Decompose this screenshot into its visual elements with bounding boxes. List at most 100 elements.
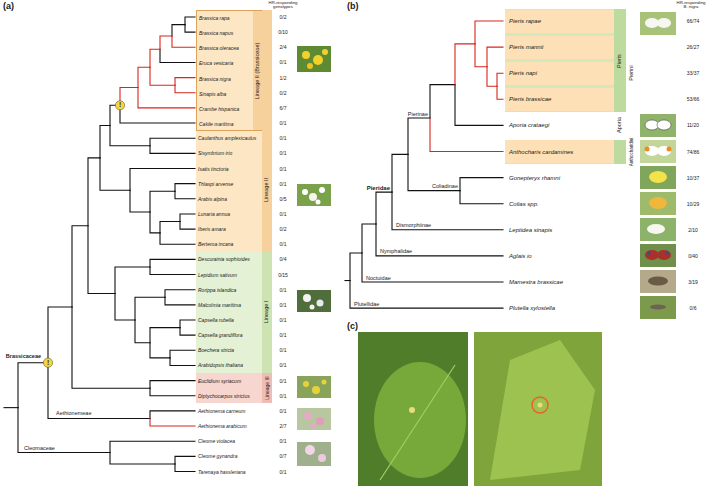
tree-branch xyxy=(150,267,195,275)
egg xyxy=(538,403,543,408)
tree-branch xyxy=(150,381,195,389)
tree-branch xyxy=(475,44,487,67)
clade-band: Lineage IIIEuclidium syriacumDiptychocar… xyxy=(196,373,272,403)
count: 0/1 xyxy=(280,151,287,156)
species-name: Lepidium sativum xyxy=(198,272,237,277)
tree-branch xyxy=(160,49,195,62)
tree-branch xyxy=(150,138,195,146)
flower xyxy=(304,412,312,420)
wing-tip xyxy=(667,147,672,152)
count: 0/4 xyxy=(280,257,287,262)
family-label: Pieridae xyxy=(367,185,390,191)
flower xyxy=(307,63,313,69)
tree-branch xyxy=(72,307,150,388)
count: 0/5 xyxy=(280,196,287,201)
tree-branch xyxy=(100,158,130,190)
species-name: Euclidium syriacum xyxy=(198,378,241,383)
count: 74/86 xyxy=(687,149,700,154)
tree-branch xyxy=(455,44,475,85)
count: 10/37 xyxy=(687,175,700,180)
tree-branch xyxy=(487,47,503,67)
tree-branch xyxy=(150,146,195,154)
tree-branch xyxy=(172,25,185,36)
tree-branch xyxy=(408,118,430,154)
leaf xyxy=(490,340,595,480)
family-label: Noctuidae xyxy=(366,275,391,281)
clade-label: Aethionemeae xyxy=(56,411,91,417)
photo xyxy=(297,376,331,398)
tree-branch xyxy=(362,224,376,253)
eyespot xyxy=(647,251,651,255)
tree-branch xyxy=(350,253,362,281)
tree-branch xyxy=(408,154,460,190)
tree-branch xyxy=(175,191,195,199)
tree-branch xyxy=(150,212,160,233)
wing xyxy=(645,250,659,260)
tree-branch xyxy=(130,190,150,212)
tree-branch xyxy=(180,328,195,336)
band-label: Lineage I xyxy=(264,301,270,324)
eyespot xyxy=(665,251,669,255)
count: 0/2 xyxy=(280,227,287,232)
tree-branch xyxy=(345,280,350,281)
event-marker xyxy=(115,101,124,110)
wing xyxy=(649,171,667,183)
panel-letter: (c) xyxy=(347,322,358,331)
tree-branch xyxy=(165,290,195,298)
tree-branch xyxy=(362,253,503,282)
count: 0/1 xyxy=(280,439,287,444)
count: 0/1 xyxy=(280,287,287,292)
tree-branch xyxy=(475,21,503,44)
tree-branch xyxy=(88,226,115,294)
tree-branch xyxy=(185,25,195,33)
count: 0/6 xyxy=(690,306,697,311)
family-label: Nymphalidae xyxy=(380,249,412,255)
tree-branch xyxy=(175,184,195,192)
tree-branch xyxy=(150,411,195,419)
species-name: Cleome gynandra xyxy=(198,454,237,459)
species-name: Gonepteryx rhamni xyxy=(509,175,560,181)
species-name: Isatis tinctoria xyxy=(198,166,229,171)
flower xyxy=(317,300,324,307)
count: 10/29 xyxy=(687,201,700,206)
flower xyxy=(312,386,320,394)
count: 0/40 xyxy=(688,253,698,258)
leaf-vein xyxy=(380,365,455,480)
species-name: Capsella grandiflora xyxy=(198,333,242,338)
wing xyxy=(657,120,671,130)
species-name: Malcolmia maritima xyxy=(198,302,241,307)
photo xyxy=(640,270,676,293)
clade-band: Lineage II (Brassiceae)Brassica rapaBras… xyxy=(196,10,262,131)
tree-branch xyxy=(72,226,88,307)
tree-branch xyxy=(455,85,503,126)
tree-branch xyxy=(138,67,150,87)
count: 53/66 xyxy=(687,97,700,102)
count: 0/1 xyxy=(280,333,287,338)
photo xyxy=(297,184,331,206)
species-name: Descurainia sophioides xyxy=(198,257,250,262)
species-name: Iberis amara xyxy=(198,227,226,232)
flower xyxy=(311,424,316,429)
leaf xyxy=(374,362,466,478)
count: 0/1 xyxy=(280,181,287,186)
wing xyxy=(657,18,671,28)
tree-branch xyxy=(150,67,175,85)
wing xyxy=(657,146,671,156)
species-name: Aethionema arabicum xyxy=(198,424,247,429)
tree-branch xyxy=(48,307,72,363)
band-column xyxy=(262,10,272,252)
count: 0/1 xyxy=(280,166,287,171)
tree-branch xyxy=(160,36,172,49)
species-name: Aporia crataegi xyxy=(509,122,549,128)
tree-branch xyxy=(115,293,135,320)
count: 0/1 xyxy=(280,136,287,141)
flower xyxy=(316,417,324,425)
tree-branch xyxy=(430,85,455,118)
band-label: Lineage III xyxy=(265,377,270,400)
count: 0/1 xyxy=(280,121,287,126)
count: 0/1 xyxy=(280,363,287,368)
tree-branch xyxy=(135,297,165,320)
flower xyxy=(305,445,315,455)
species-name: Pieris brassicae xyxy=(509,96,551,102)
photo xyxy=(297,442,331,466)
